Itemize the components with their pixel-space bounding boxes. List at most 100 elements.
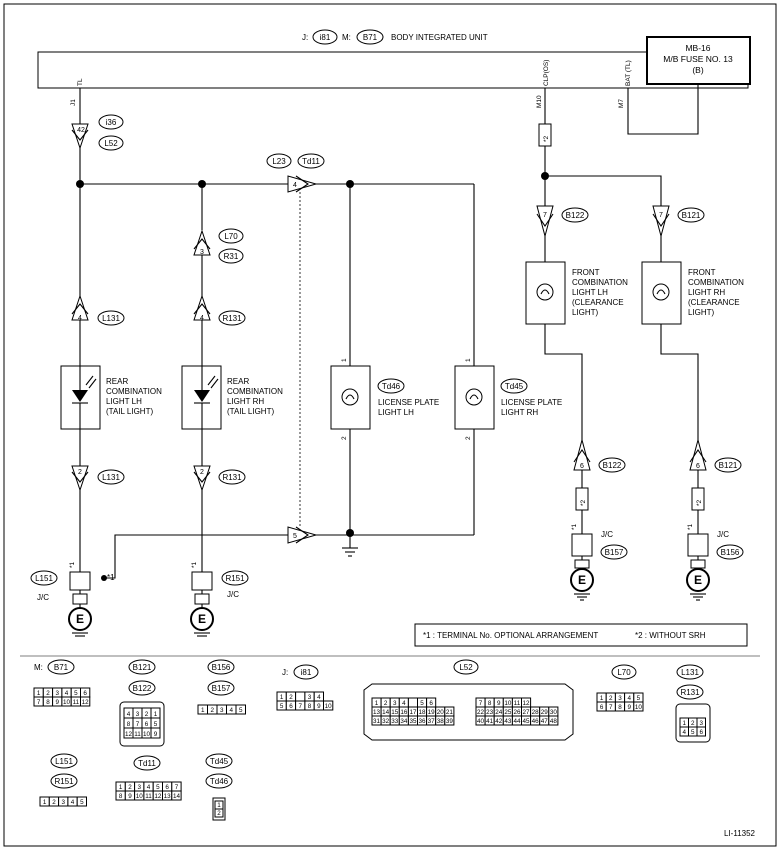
pin-number: 13 (373, 709, 381, 716)
pin-number: 4 (627, 695, 631, 702)
pin-number: 12 (82, 699, 90, 706)
star1-b156: *1 (687, 523, 694, 530)
pin-number: 12 (154, 793, 162, 800)
pin-number: 47 (541, 718, 549, 725)
pin-cell (696, 726, 706, 737)
fuse-box (646, 36, 751, 85)
pin-number: 42 (495, 718, 503, 725)
ground-letter-b156: E (694, 573, 702, 587)
label-r31: R31 (224, 252, 239, 261)
pin-cell (548, 715, 559, 726)
front-rh-line2: COMBINATION (688, 278, 744, 287)
pin-number: 9 (497, 700, 501, 707)
pin-cell (80, 696, 91, 707)
junction-dot (76, 180, 84, 188)
pin-number: 8 (46, 699, 50, 706)
legend-r131: R131 (680, 688, 700, 697)
pin-number: 13 (164, 793, 172, 800)
pin-4-l131: 4 (78, 315, 82, 322)
star1-r151: *1 (191, 561, 198, 568)
fuse-wire (627, 84, 699, 135)
led-icon (194, 390, 210, 402)
star1-l151: *1 (69, 561, 76, 568)
pin-6-b122: 6 (580, 463, 584, 470)
pin-number: 5 (154, 721, 158, 728)
label-l131-bottom: L131 (102, 473, 120, 482)
fuse-line2: M/B FUSE NO. 13 (663, 54, 733, 64)
pin-number: 2 (210, 707, 214, 714)
jc-r151 (191, 571, 213, 591)
pin-3: 3 (200, 249, 204, 256)
pin-number: 48 (550, 718, 558, 725)
jc-label-b157: J/C (601, 530, 613, 539)
pin-number: 28 (532, 709, 540, 716)
unit-m10-label: M10 (536, 95, 543, 108)
jc-l151 (69, 571, 91, 591)
front-lh-line4: (CLEARANCE (572, 298, 624, 307)
jc-label-b156: J/C (717, 530, 729, 539)
pin-number: 11 (145, 793, 152, 800)
pin-number: 41 (486, 718, 494, 725)
pin-number: 6 (165, 784, 169, 791)
pin-number: 12 (125, 731, 133, 738)
plate-rh-line1: LICENSE PLATE (501, 398, 562, 407)
pin-number: 1 (154, 711, 158, 718)
pin-number: 6 (289, 703, 293, 710)
unit-m-badge (356, 29, 384, 45)
pin-number: 6 (145, 721, 149, 728)
pin-number: 38 (437, 718, 445, 725)
label-b121-bottom: B121 (719, 461, 738, 470)
rear-rh-line4: (TAIL LIGHT) (227, 407, 274, 416)
pin-number: 5 (74, 690, 78, 697)
legend-b122: B122 (133, 684, 152, 693)
pin-number: 36 (419, 718, 427, 725)
connector-l131-pin2 (71, 465, 89, 492)
junction-dot (101, 575, 107, 581)
pin-number: 2 (145, 711, 149, 718)
pin-number: 34 (400, 718, 408, 725)
pin-42: 42 (77, 127, 85, 134)
pin-2-plate-lh: 2 (341, 436, 348, 440)
pin-number: 8 (618, 704, 622, 711)
pin-1-plate-rh: 1 (465, 358, 472, 362)
pin-cell (171, 790, 182, 801)
pin-number: 44 (513, 718, 521, 725)
rear-lh-line2: COMBINATION (106, 387, 162, 396)
bulb-icon (652, 283, 670, 301)
pin-cell (444, 715, 455, 726)
front-rh-line5: LIGHT) (688, 308, 715, 317)
pin-number: 2 (609, 695, 613, 702)
legend-b121: B121 (133, 663, 152, 672)
pin-number: 3 (137, 784, 141, 791)
ground-letter-lh: E (76, 612, 84, 626)
pin-number: 3 (699, 720, 703, 727)
pin-number: 8 (119, 793, 123, 800)
legend-td11: Td11 (138, 759, 156, 768)
note-2: *2 : WITHOUT SRH (635, 631, 706, 640)
pin-number: 19 (428, 709, 436, 716)
pin-number: 5 (280, 703, 284, 710)
jc-label-lh: J/C (37, 593, 49, 602)
legend-l52: L52 (459, 663, 473, 672)
legend-b156: B156 (212, 663, 231, 672)
star1-b157: *1 (571, 523, 578, 530)
legend-r151: R151 (54, 777, 74, 786)
pin-number: 6 (699, 729, 703, 736)
pin-number: 21 (446, 709, 454, 716)
pin-cell (323, 700, 334, 711)
pin-number: 11 (134, 731, 141, 738)
pin-number: 10 (63, 699, 71, 706)
pin-number: 8 (127, 721, 131, 728)
pin-number: 46 (532, 718, 540, 725)
legend-td46: Td46 (210, 777, 229, 786)
connector-b121-pin7 (652, 205, 670, 238)
front-rh-line4: (CLEARANCE (688, 298, 740, 307)
legend-b157: B157 (212, 684, 231, 693)
plate-lh-line1: LICENSE PLATE (378, 398, 439, 407)
pin-cell (76, 796, 87, 807)
label-r131-bottom: R131 (222, 473, 242, 482)
pin-number: 4 (65, 690, 69, 697)
pin-number: 6 (600, 704, 604, 711)
pin-number: 4 (127, 711, 131, 718)
pin-2-l131: 2 (78, 469, 82, 476)
